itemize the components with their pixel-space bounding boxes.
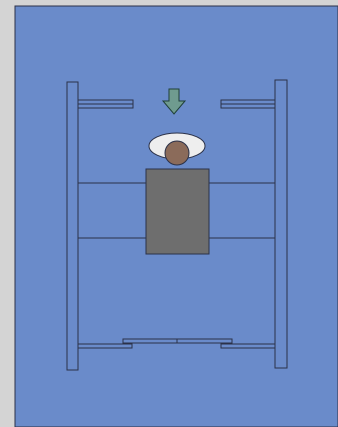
bottom-right-bar <box>220 343 276 349</box>
right-rail <box>274 79 288 369</box>
person-head <box>164 140 190 166</box>
bottom-left-bar <box>77 343 133 349</box>
left-rail <box>66 81 79 371</box>
person-body <box>145 168 210 255</box>
down-arrow-icon <box>161 88 187 115</box>
